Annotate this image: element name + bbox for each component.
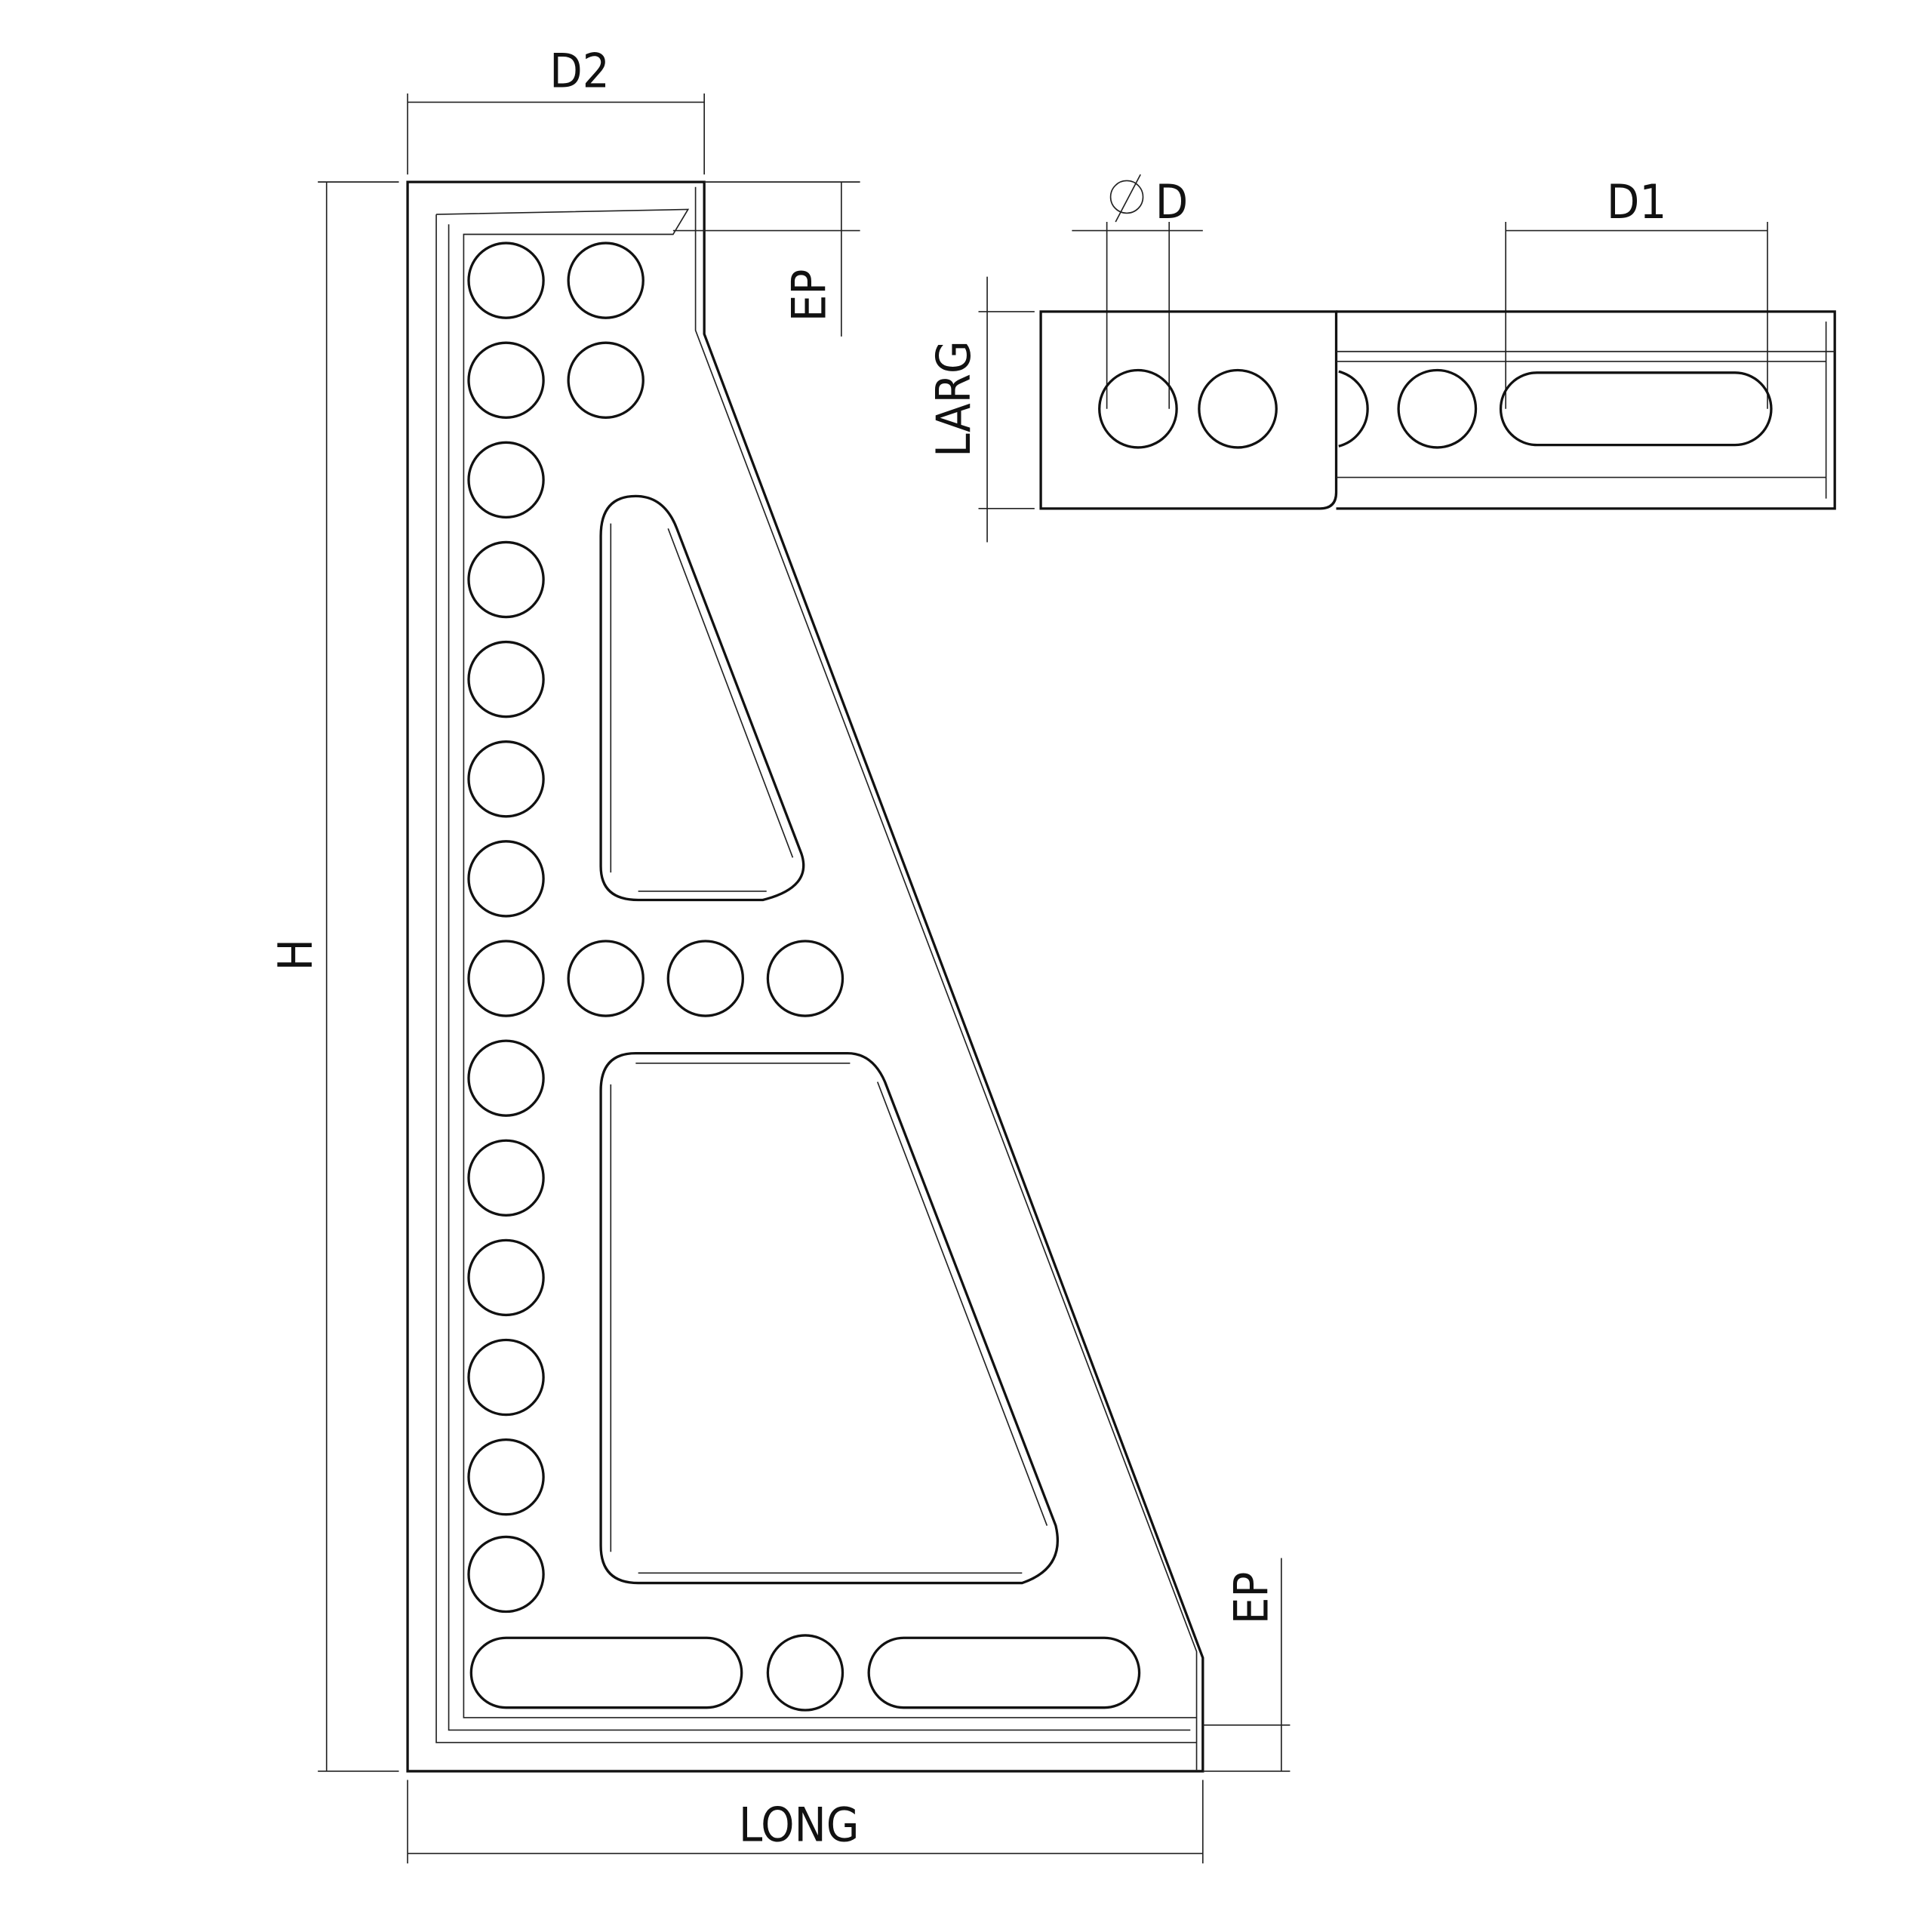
hole xyxy=(766,1634,844,1712)
hole xyxy=(467,940,545,1017)
label-d2: D2 xyxy=(549,44,609,99)
hole xyxy=(467,1039,545,1117)
top-block xyxy=(1039,310,1338,510)
hole xyxy=(567,940,645,1017)
plate-outline xyxy=(406,180,1204,1773)
front-view xyxy=(406,180,1204,1773)
hole xyxy=(467,1438,545,1516)
window-upper xyxy=(599,494,805,902)
hole xyxy=(467,540,545,619)
hole xyxy=(467,840,545,918)
label-height: H xyxy=(268,939,323,971)
top-view xyxy=(1039,310,1836,510)
hole xyxy=(467,740,545,818)
hole xyxy=(467,242,545,319)
hole xyxy=(766,940,844,1017)
slot-bottom-left xyxy=(469,1636,743,1709)
hole xyxy=(467,1338,545,1417)
label-width: LARG xyxy=(926,340,981,457)
hole xyxy=(467,441,545,519)
hole xyxy=(467,341,545,419)
dimension-lines xyxy=(318,93,1768,1864)
plate-chamfer-inner xyxy=(435,186,1198,1770)
hole xyxy=(666,940,745,1017)
label-length: LONG xyxy=(739,1797,860,1852)
top-slot xyxy=(1499,371,1773,447)
holes xyxy=(467,242,844,1712)
window-lower xyxy=(599,1051,1060,1585)
slot-bottom-right xyxy=(867,1636,1141,1709)
hole xyxy=(467,1535,545,1614)
label-ep-top: EP xyxy=(781,269,836,322)
hole xyxy=(467,640,545,718)
hole xyxy=(467,1139,545,1217)
hole xyxy=(567,341,645,419)
label-d1: D1 xyxy=(1607,174,1666,229)
label-diameter: D xyxy=(1155,174,1188,229)
hole xyxy=(467,1238,545,1317)
hole xyxy=(567,242,645,319)
top-bar xyxy=(1336,310,1836,510)
label-ep-bottom: EP xyxy=(1224,1572,1279,1625)
diameter-symbol xyxy=(1109,180,1144,214)
